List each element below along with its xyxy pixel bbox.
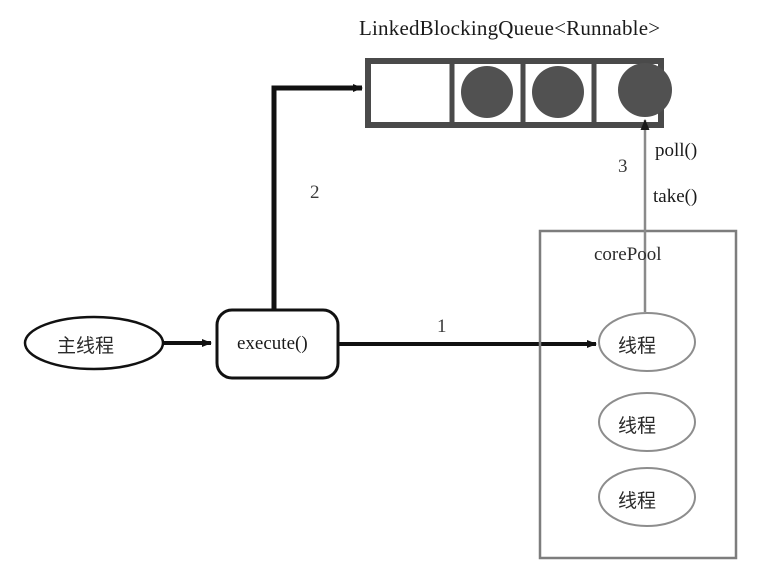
thread-label-3: 线程: [618, 490, 657, 512]
execute-label: execute(): [237, 333, 308, 354]
core-pool-box: [538, 229, 738, 560]
edge-step3-label: 3: [618, 156, 628, 177]
main-thread-ellipse: [23, 315, 165, 371]
edge-step2-label: 2: [310, 182, 320, 203]
thread-ellipse-2: [598, 392, 696, 452]
core-pool-label: corePool: [594, 244, 662, 265]
poll-annotation-label: poll(): [655, 140, 698, 161]
main-thread-label: 主线程: [57, 335, 115, 357]
queue-task-circle-2: [532, 66, 584, 118]
take-annotation-label: take(): [653, 186, 698, 207]
thread-ellipse-3: [598, 467, 696, 527]
thread-label-1: 线程: [618, 335, 657, 357]
thread-ellipse-1: [598, 312, 696, 372]
thread-label-2: 线程: [618, 415, 657, 437]
edge-step2-enqueue: [271, 84, 363, 368]
queue-task-circle-1: [461, 66, 513, 118]
edge-step1-label: 1: [437, 316, 447, 337]
queue-title-label: LinkedBlockingQueue<Runnable>: [359, 16, 661, 40]
queue-outer-box: [365, 58, 664, 128]
queue-task-circle-3: [618, 63, 672, 117]
queue-container: [365, 58, 672, 128]
